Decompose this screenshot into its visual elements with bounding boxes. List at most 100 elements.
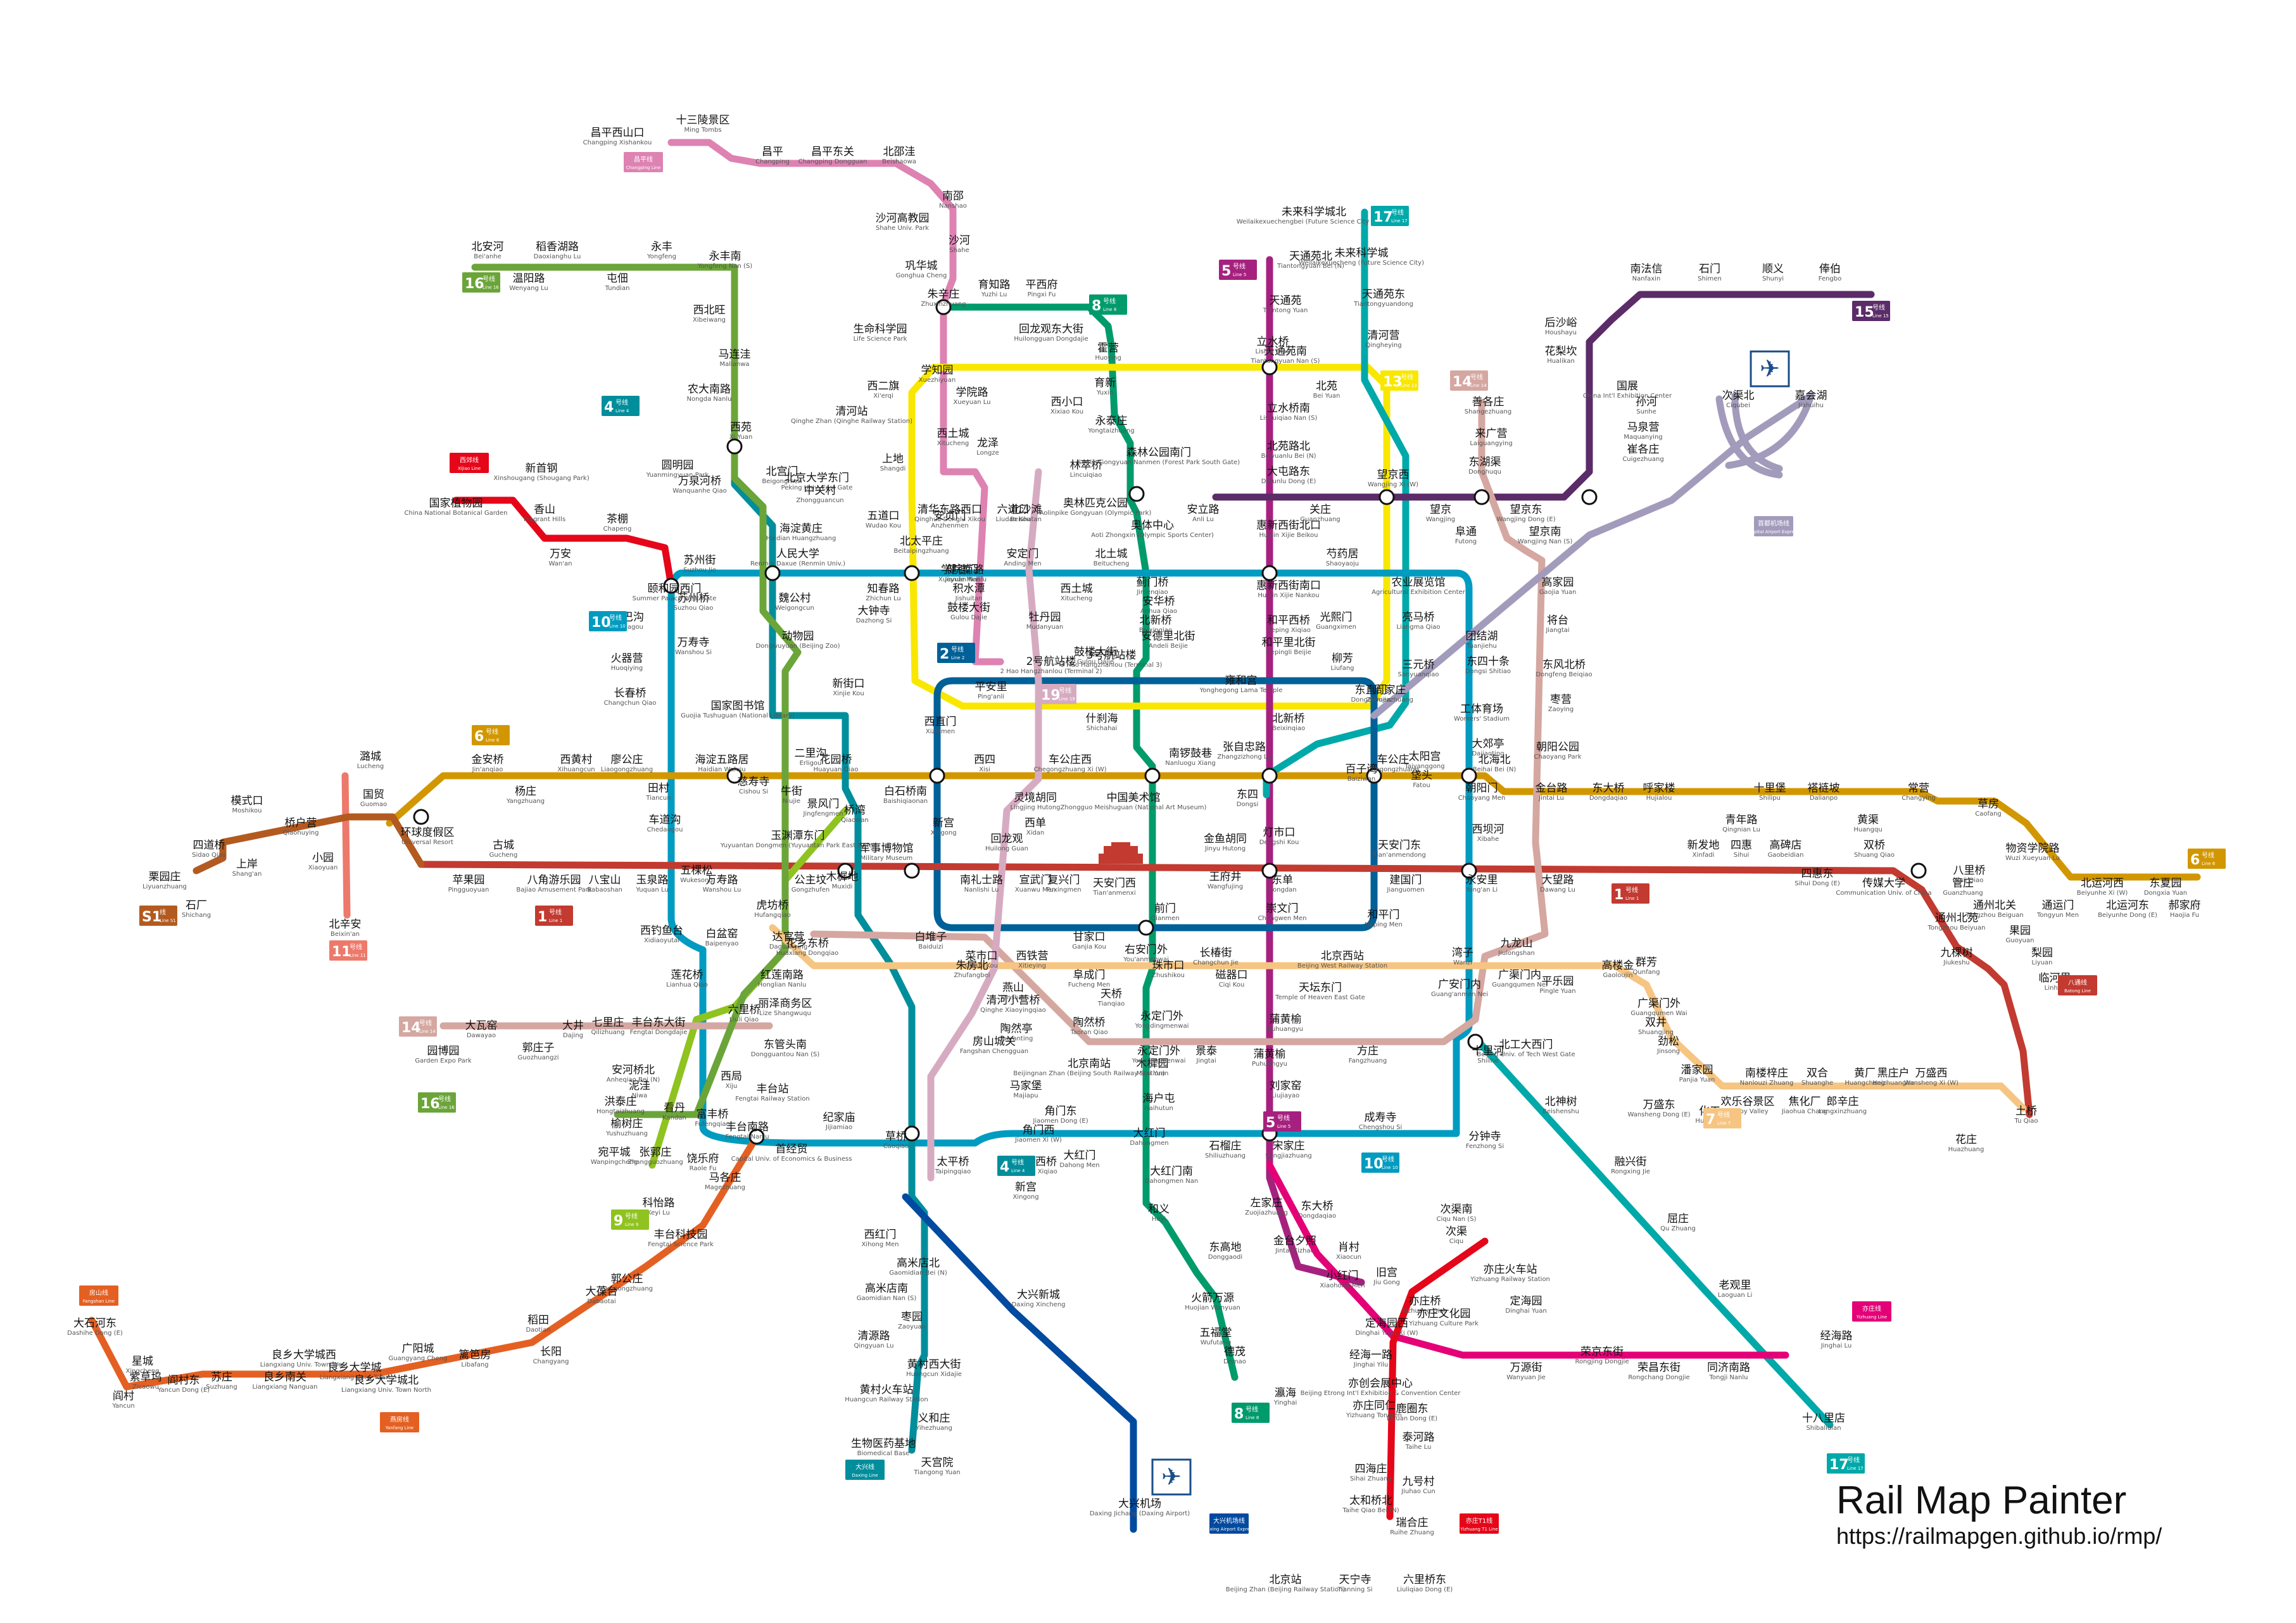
interchange-icon[interactable] bbox=[663, 578, 679, 594]
interchange-icon[interactable] bbox=[1378, 489, 1395, 505]
interchange-icon[interactable] bbox=[904, 862, 920, 879]
interchange-icon[interactable] bbox=[904, 565, 920, 581]
interchange-icon[interactable] bbox=[1261, 359, 1278, 376]
interchange-icon[interactable] bbox=[1261, 862, 1278, 879]
interchange-icon[interactable] bbox=[413, 809, 429, 825]
interchange-icon[interactable] bbox=[748, 1128, 765, 1145]
